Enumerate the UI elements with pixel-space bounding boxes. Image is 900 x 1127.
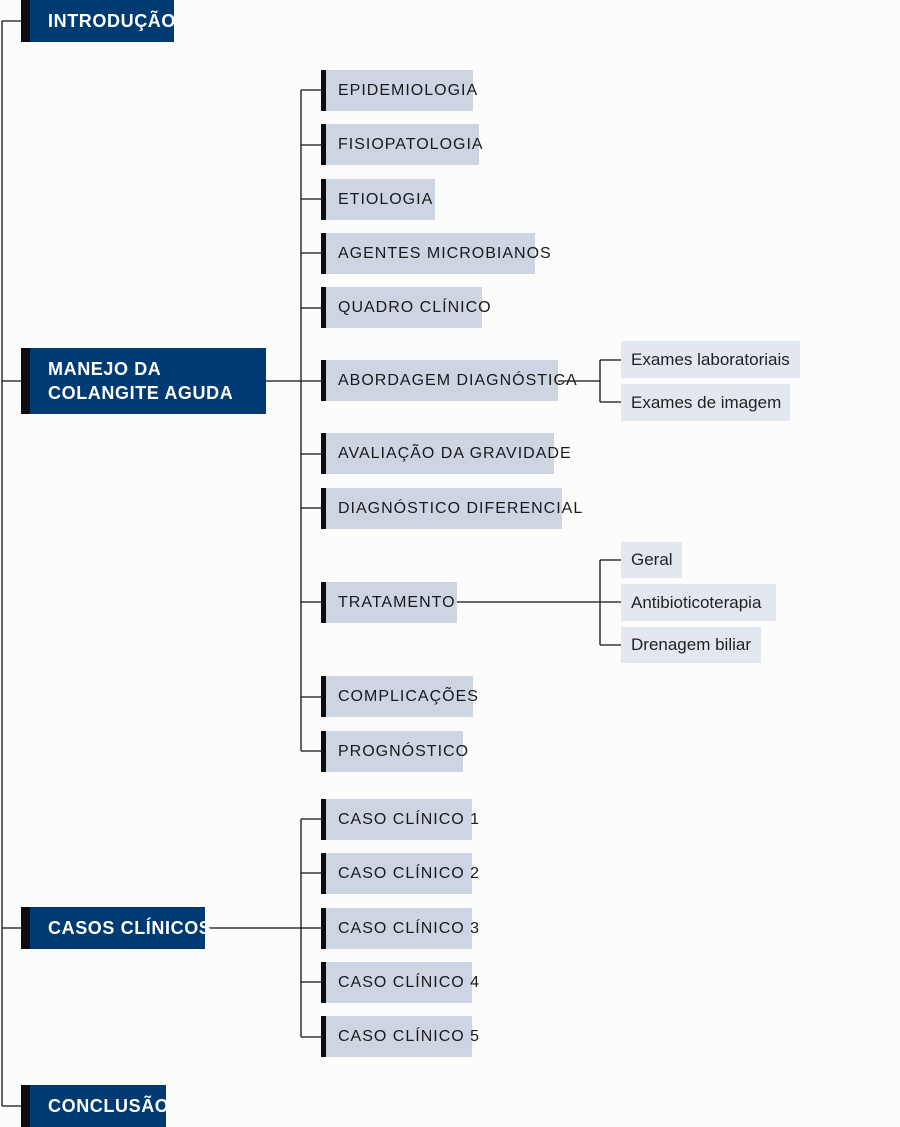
topic-caso-clinico-2[interactable]: CASO CLÍNICO 2	[321, 853, 479, 894]
topic-caso-clinico-5[interactable]: CASO CLÍNICO 5	[321, 1016, 479, 1057]
topic-caso-clinico-3[interactable]: CASO CLÍNICO 3	[321, 908, 479, 949]
section-label: INTRODUÇÃO	[48, 11, 176, 31]
subtopic-label: Exames laboratoriais	[631, 349, 790, 369]
topic-tratamento[interactable]: TRATAMENTO	[321, 582, 457, 623]
topic-quadro-clinico[interactable]: QUADRO CLÍNICO	[321, 287, 491, 328]
section-casos[interactable]: CASOS CLÍNICOS	[21, 907, 211, 949]
topic-epidemiologia[interactable]: EPIDEMIOLOGIA	[321, 70, 477, 111]
section-conclusao[interactable]: CONCLUSÃO	[21, 1085, 170, 1127]
topic-label: AGENTES MICROBIANOS	[338, 244, 552, 262]
section-manejo[interactable]: MANEJO DA COLANGITE AGUDA	[21, 348, 266, 414]
topic-diagnostico-diferencial[interactable]: DIAGNÓSTICO DIFERENCIAL	[321, 488, 582, 529]
topic-etiologia[interactable]: ETIOLOGIA	[321, 179, 435, 220]
subtopic-label: Geral	[631, 550, 673, 569]
subtopic-label: Drenagem biliar	[631, 635, 751, 654]
section-label: MANEJO DA COLANGITE AGUDA	[48, 359, 234, 403]
topic-label: TRATAMENTO	[338, 593, 456, 611]
subtopic-exames-imagem[interactable]: Exames de imagem	[621, 384, 790, 421]
topic-complicacoes[interactable]: COMPLICAÇÕES	[321, 676, 478, 717]
topic-label: COMPLICAÇÕES	[338, 687, 479, 705]
topic-prognostico[interactable]: PROGNÓSTICO	[321, 731, 468, 772]
topic-label: CASO CLÍNICO 5	[338, 1027, 481, 1045]
subtopic-label: Antibioticoterapia	[631, 592, 762, 612]
topic-avaliacao-gravidade[interactable]: AVALIAÇÃO DA GRAVIDADE	[321, 433, 571, 474]
subtopic-antibioticoterapia[interactable]: Antibioticoterapia	[621, 584, 776, 621]
subtopic-geral[interactable]: Geral	[621, 542, 682, 578]
topic-caso-clinico-4[interactable]: CASO CLÍNICO 4	[321, 962, 479, 1003]
topic-agentes-microbianos[interactable]: AGENTES MICROBIANOS	[321, 233, 551, 274]
subtopic-drenagem-biliar[interactable]: Drenagem biliar	[621, 627, 761, 663]
topic-label: PROGNÓSTICO	[338, 742, 470, 760]
section-label: CASOS CLÍNICOS	[48, 918, 212, 938]
topic-caso-clinico-1[interactable]: CASO CLÍNICO 1	[321, 799, 479, 840]
section-introducao[interactable]: INTRODUÇÃO	[21, 0, 176, 42]
topic-label: ETIOLOGIA	[338, 190, 434, 208]
topic-label: EPIDEMIOLOGIA	[338, 81, 479, 99]
topic-fisiopatologia[interactable]: FISIOPATOLOGIA	[321, 124, 483, 165]
topic-label: CASO CLÍNICO 1	[338, 810, 481, 828]
topic-label: CASO CLÍNICO 2	[338, 864, 481, 882]
topic-label: AVALIAÇÃO DA GRAVIDADE	[338, 444, 572, 462]
topic-label: DIAGNÓSTICO DIFERENCIAL	[338, 499, 584, 517]
topic-label: ABORDAGEM DIAGNÓSTICA	[338, 371, 578, 389]
subtopic-label: Exames de imagem	[631, 392, 782, 412]
subtopic-exames-laboratoriais[interactable]: Exames laboratoriais	[621, 341, 800, 378]
topic-label: QUADRO CLÍNICO	[338, 298, 492, 316]
section-label: CONCLUSÃO	[48, 1096, 170, 1116]
topic-label: FISIOPATOLOGIA	[338, 135, 484, 153]
topic-label: CASO CLÍNICO 4	[338, 973, 481, 991]
topic-label: CASO CLÍNICO 3	[338, 919, 481, 937]
topic-abordagem-diagnostica[interactable]: ABORDAGEM DIAGNÓSTICA	[321, 360, 577, 401]
